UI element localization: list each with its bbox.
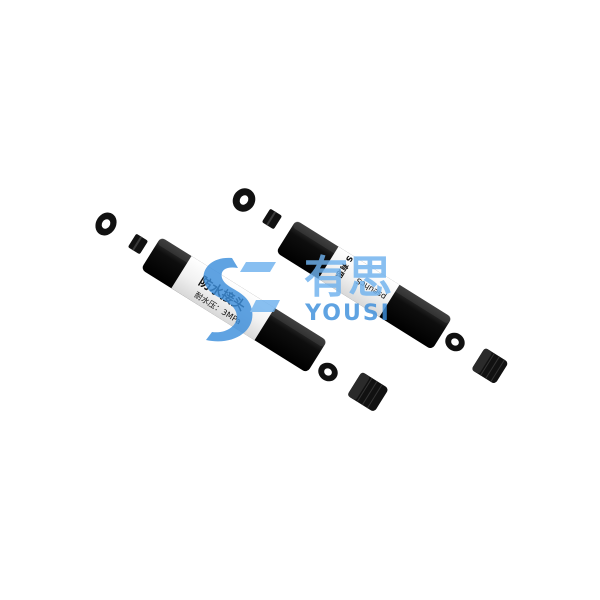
right-top-washer	[232, 188, 256, 212]
right-hex-fitting	[472, 348, 508, 383]
watermark-logo-icon	[203, 257, 280, 342]
right-small-nut	[262, 209, 282, 229]
right-bottom-washer	[445, 332, 465, 352]
left-top-washer	[95, 212, 117, 236]
right-tube: S 有思 pseuhcS	[277, 221, 451, 348]
right-tube-label	[318, 246, 400, 318]
left-bottom-washer	[318, 362, 338, 382]
left-small-nut	[128, 234, 148, 254]
watermark-cn-text: 有思	[304, 252, 392, 303]
watermark: 有思 YOUSI	[203, 252, 392, 342]
watermark-en-text: YOUSI	[304, 301, 391, 326]
right-assembly: S 有思 pseuhcS	[232, 188, 508, 383]
left-hex-fitting	[348, 372, 388, 411]
